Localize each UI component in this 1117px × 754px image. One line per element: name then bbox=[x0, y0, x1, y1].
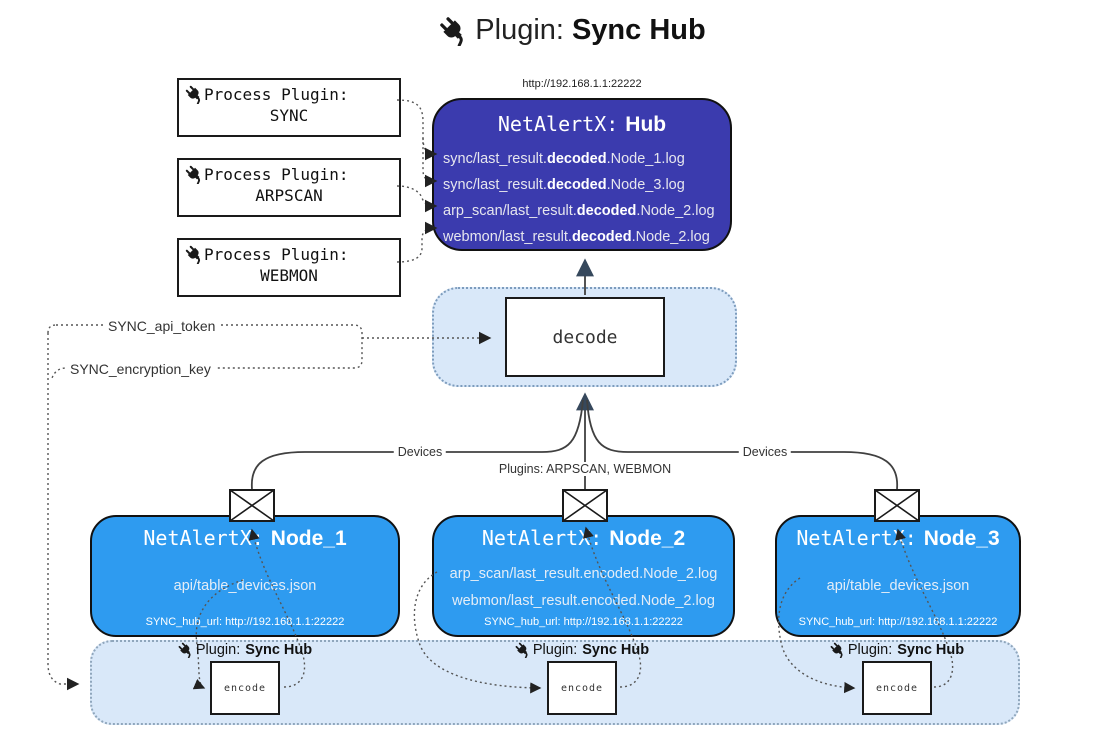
sync-api-token-label: SYNC_api_token bbox=[104, 318, 220, 334]
encode-box-1: encode bbox=[210, 661, 280, 715]
process-plugin-label: Process Plugin: bbox=[204, 85, 349, 104]
node-file-line: api/table_devices.json bbox=[173, 578, 317, 594]
sync-encryption-key-label: SYNC_encryption_key bbox=[66, 361, 215, 377]
node-file-line: webmon/last_result.encoded.Node_2.log bbox=[452, 593, 715, 609]
title-name: Sync Hub bbox=[571, 14, 706, 46]
node-hub-url: SYNC_hub_url: http://192.168.1.1:22222 bbox=[484, 616, 683, 628]
hub-title-name: Hub bbox=[625, 113, 667, 136]
plug-icon bbox=[439, 16, 469, 46]
hub-box: NetAlertX: Hub sync/last_result.decoded.N… bbox=[432, 98, 732, 251]
node-title: NetAlertX:Node_1 bbox=[143, 526, 347, 550]
plug-icon bbox=[178, 642, 194, 658]
node-2-box: NetAlertX:Node_2 arp_scan/last_result.en… bbox=[432, 515, 735, 637]
node-title: NetAlertX:Node_2 bbox=[481, 526, 686, 550]
process-plugin-box-webmon: Process Plugin: WEBMON bbox=[177, 238, 401, 297]
node-hub-url: SYNC_hub_url: http://192.168.1.1:22222 bbox=[798, 616, 998, 628]
process-plugin-name: ARPSCAN bbox=[255, 186, 323, 205]
plug-icon bbox=[185, 85, 204, 104]
plug-icon bbox=[185, 245, 204, 264]
node-file-line: api/table_devices.json bbox=[826, 578, 970, 594]
hub-log-line: arp_scan/last_result.decoded.Node_2.log bbox=[443, 203, 715, 219]
plug-icon bbox=[515, 642, 531, 658]
page-title: Plugin: Sync Hub bbox=[14, 14, 1117, 47]
node-title: NetAlertX:Node_3 bbox=[796, 526, 1000, 550]
process-plugin-box-arpscan: Process Plugin: ARPSCAN bbox=[177, 158, 401, 217]
hub-url-label: http://192.168.1.1:22222 bbox=[522, 78, 642, 90]
hub-title-prefix: NetAlertX: bbox=[497, 112, 619, 136]
hub-log-line: sync/last_result.decoded.Node_1.log bbox=[443, 151, 685, 167]
encode-plugin-label: Plugin: Sync Hub bbox=[178, 642, 312, 658]
process-plugin-box-sync: Process Plugin: SYNC bbox=[177, 78, 401, 137]
encode-box-2: encode bbox=[547, 661, 617, 715]
process-plugin-label: Process Plugin: bbox=[204, 165, 349, 184]
encode-plugin-label: Plugin: Sync Hub bbox=[830, 642, 964, 658]
edge-label-plugins: Plugins: ARPSCAN, WEBMON bbox=[494, 462, 676, 476]
hub-log-line: webmon/last_result.decoded.Node_2.log bbox=[443, 229, 710, 245]
edge-label-devices-right: Devices bbox=[738, 445, 792, 459]
node-3-box: NetAlertX:Node_3 api/table_devices.json … bbox=[775, 515, 1021, 637]
encode-box-3: encode bbox=[862, 661, 932, 715]
encode-plugin-label: Plugin: Sync Hub bbox=[515, 642, 649, 658]
hub-title: NetAlertX: Hub bbox=[434, 112, 730, 137]
edge-label-devices-left: Devices bbox=[393, 445, 447, 459]
node-1-box: NetAlertX:Node_1 api/table_devices.json … bbox=[90, 515, 400, 637]
decode-box: decode bbox=[505, 297, 665, 377]
process-plugin-label: Process Plugin: bbox=[204, 245, 349, 264]
hub-log-line: sync/last_result.decoded.Node_3.log bbox=[443, 177, 685, 193]
plug-icon bbox=[185, 165, 204, 184]
process-plugin-name: SYNC bbox=[269, 106, 309, 125]
title-prefix: Plugin: bbox=[475, 14, 564, 46]
node-file-line: arp_scan/last_result.encoded.Node_2.log bbox=[449, 566, 718, 582]
plugin-to-hub-links bbox=[396, 99, 438, 263]
process-plugin-name: WEBMON bbox=[260, 266, 318, 285]
node-hub-url: SYNC_hub_url: http://192.168.1.1:22222 bbox=[145, 616, 345, 628]
plug-icon bbox=[830, 642, 846, 658]
